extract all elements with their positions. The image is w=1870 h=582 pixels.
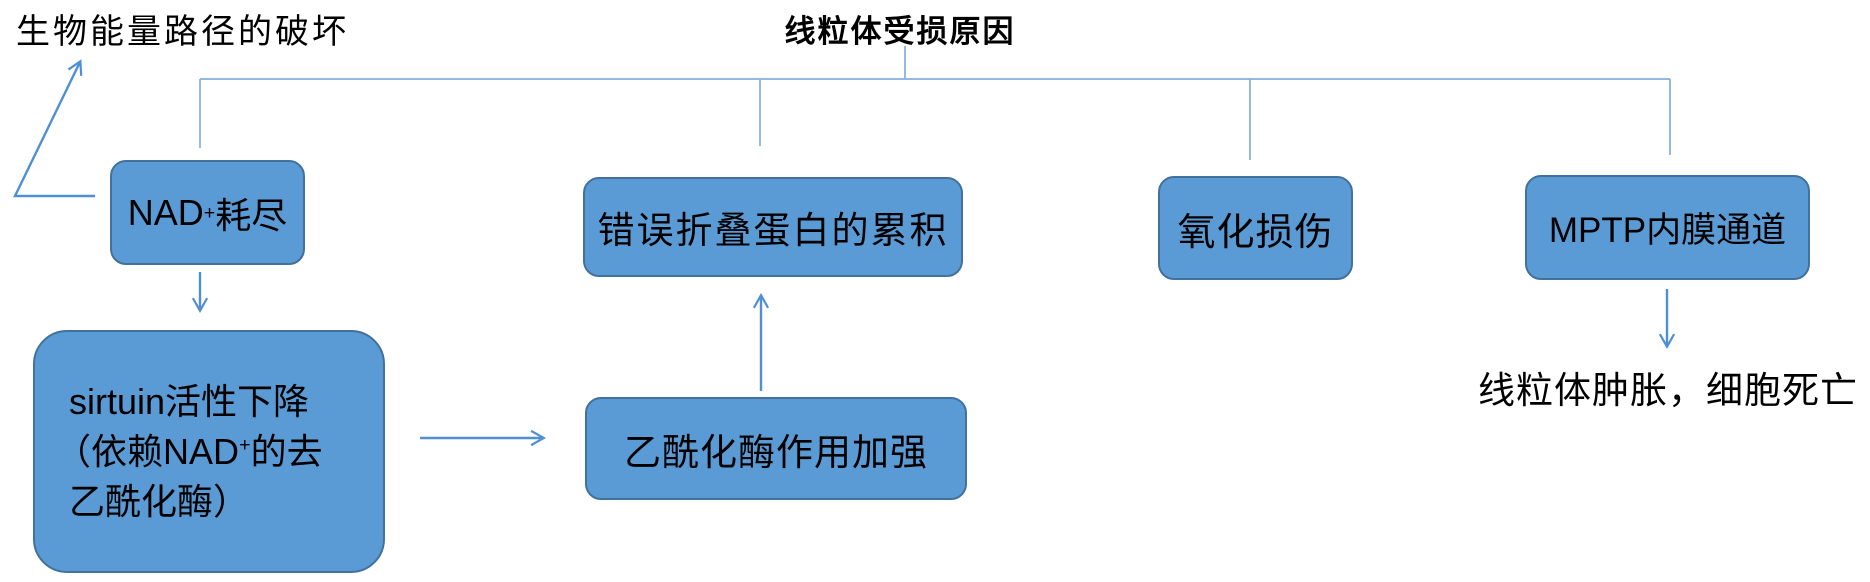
sirtuin-line2: （依赖NAD+的去 — [55, 427, 323, 477]
node-nad-depletion: NAD+耗尽 — [110, 160, 305, 265]
node-misfolded-protein: 错误折叠蛋白的累积 — [583, 177, 963, 277]
sirtuin-line2-pre: （依赖NAD — [55, 430, 240, 472]
nad-label-pre: NAD — [127, 191, 204, 233]
oxidative-damage-label: 氧化损伤 — [1177, 211, 1334, 254]
sirtuin-line3: 乙酰化酶） — [69, 480, 250, 522]
swelling-death-label: 线粒体肿胀，细胞死亡 — [1478, 371, 1858, 412]
acetylase-enhanced-label: 乙酰化酶作用加强 — [624, 431, 928, 473]
sirtuin-line2-post: 的去 — [250, 430, 323, 472]
bioenergy-disruption-label: 生物能量路径的破坏 — [16, 14, 349, 51]
sirtuin-line1: sirtuin活性下降 — [69, 380, 310, 422]
page-title: 线粒体受损原因 — [784, 14, 1016, 49]
misfolded-protein-label: 错误折叠蛋白的累积 — [597, 210, 949, 251]
arrow-nad-to-bioenergy — [13, 59, 95, 198]
sirtuin-line2-sup: + — [239, 433, 251, 456]
nad-label-post: 耗尽 — [215, 194, 288, 236]
node-oxidative-damage: 氧化损伤 — [1158, 176, 1353, 280]
node-acetylase-enhanced: 乙酰化酶作用加强 — [585, 397, 967, 500]
node-sirtuin-decline: sirtuin活性下降 （依赖NAD+的去 乙酰化酶） — [33, 330, 385, 573]
mptp-channel-label: MPTP内膜通道 — [1548, 211, 1787, 250]
node-mptp-channel: MPTP内膜通道 — [1525, 175, 1810, 280]
